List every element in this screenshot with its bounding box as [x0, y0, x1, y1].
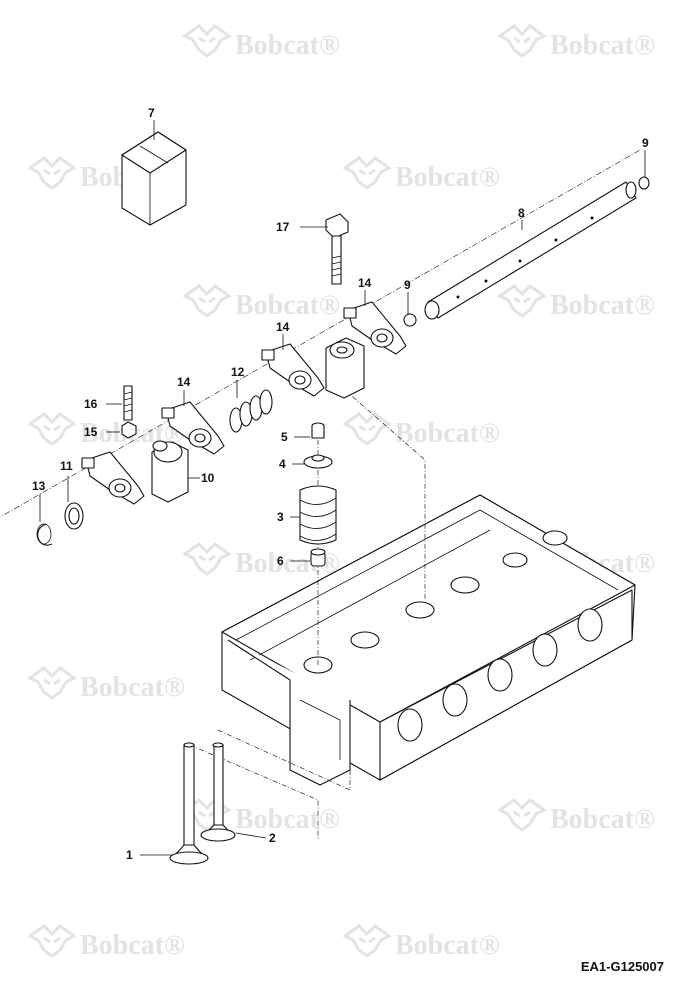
snap-ring [36, 523, 53, 546]
callout-17: 17 [276, 220, 290, 234]
callout-5: 5 [281, 430, 288, 444]
bobcat-watermark-text: Bobcat® [80, 930, 185, 961]
rocker-arm [161, 401, 225, 455]
rocker-arm [81, 451, 145, 505]
bobcat-watermark-text: Bobcat® [235, 30, 340, 61]
bobcat-watermark-text: Bobcat® [395, 418, 500, 449]
valve-assembly [169, 389, 426, 865]
bobcat-watermark: Bobcat® [343, 924, 500, 961]
bobcat-logo-icon [343, 412, 391, 446]
bobcat-logo-icon [28, 924, 76, 958]
callout-9: 9 [642, 136, 649, 150]
bobcat-watermark-text: Bobcat® [550, 290, 655, 321]
bobcat-logo-icon [498, 798, 546, 832]
intake-valve [183, 744, 195, 846]
callout-2: 2 [269, 831, 276, 845]
gasket-kit-box [121, 131, 187, 226]
bobcat-watermark-text: Bobcat® [550, 804, 655, 835]
bobcat-logo-icon [183, 542, 231, 576]
bobcat-watermark: Bobcat® [28, 666, 185, 703]
bobcat-watermark: Bobcat® [183, 284, 340, 321]
callout-6: 6 [277, 554, 284, 568]
bobcat-watermark-text: Bobcat® [235, 804, 340, 835]
bobcat-watermark: Bobcat® [183, 798, 340, 835]
leader-lines [39, 120, 646, 856]
bobcat-watermark: Bobcat® [183, 24, 340, 61]
callout-9: 9 [404, 278, 411, 292]
callout-3: 3 [277, 510, 284, 524]
bobcat-watermark: Bobcat® [498, 24, 655, 61]
callout-10: 10 [201, 471, 215, 485]
watermark-layer: Bobcat® Bobcat® Bobcat® Bobcat® Bobcat® Bobca… [28, 24, 655, 961]
callout-1: 1 [126, 848, 133, 862]
callout-7: 7 [148, 106, 155, 120]
bobcat-logo-icon [28, 156, 76, 190]
shaft-plug [638, 176, 650, 190]
callout-11: 11 [60, 459, 73, 473]
callout-15: 15 [84, 425, 98, 439]
callout-14: 14 [177, 375, 191, 389]
thrust-washer [64, 502, 84, 530]
rocker-spring [229, 389, 273, 433]
valve-spring [299, 485, 337, 545]
bobcat-logo-icon [28, 412, 76, 446]
bobcat-watermark-text: Bobcat® [235, 290, 340, 321]
callout-12: 12 [231, 365, 245, 379]
bobcat-logo-icon [183, 24, 231, 58]
bobcat-watermark: Bobcat® [343, 412, 500, 449]
bobcat-logo-icon [343, 156, 391, 190]
bobcat-watermark-text: Bobcat® [395, 930, 500, 961]
callout-labels: 7 9 8 17 14 9 14 12 14 16 15 5 4 10 11 1… [32, 106, 649, 862]
rocker-support [325, 337, 365, 399]
bobcat-logo-icon [498, 24, 546, 58]
rocker-bolt [325, 213, 349, 285]
rocker-support [151, 440, 189, 503]
adjusting-screw [121, 385, 137, 439]
bobcat-logo-icon [28, 666, 76, 700]
bobcat-watermark-text: Bobcat® [395, 162, 500, 193]
rocker-arm [261, 343, 325, 397]
exhaust-valve [213, 744, 224, 826]
callout-4: 4 [279, 457, 286, 471]
shaft-plug [403, 313, 417, 327]
drawing-code: EA1-G125007 [580, 959, 664, 974]
rocker-arm [343, 301, 407, 355]
bobcat-watermark-text: Bobcat® [80, 672, 185, 703]
callout-8: 8 [518, 206, 525, 220]
callout-14: 14 [276, 320, 290, 334]
bobcat-logo-icon [498, 284, 546, 318]
callout-13: 13 [32, 479, 46, 493]
bobcat-watermark: Bobcat® [498, 284, 655, 321]
bobcat-watermark: Bobcat® [498, 798, 655, 835]
bobcat-logo-icon [343, 924, 391, 958]
bobcat-watermark: Bobcat® [343, 156, 500, 193]
callout-16: 16 [84, 397, 98, 411]
bobcat-watermark-text: Bobcat® [550, 30, 655, 61]
callout-14: 14 [358, 276, 372, 290]
bobcat-logo-icon [183, 284, 231, 318]
bobcat-watermark: Bobcat® [28, 924, 185, 961]
cylinder-head [221, 494, 636, 786]
